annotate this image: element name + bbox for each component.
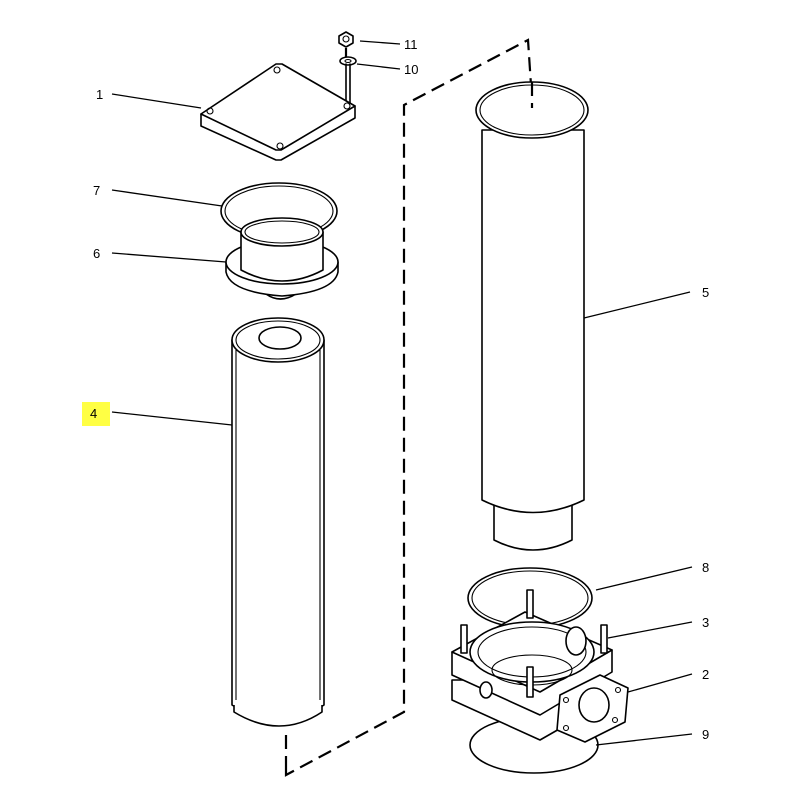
callout-10: 10 xyxy=(404,62,418,77)
callout-9: 9 xyxy=(702,727,709,742)
callout-3: 3 xyxy=(702,615,709,630)
filter-bowl xyxy=(475,81,589,551)
washer xyxy=(339,56,357,107)
stud xyxy=(460,589,608,698)
cover-plate xyxy=(200,63,356,161)
callout-4-highlight xyxy=(82,402,110,426)
callout-2: 2 xyxy=(702,667,709,682)
leader-lines xyxy=(111,40,693,746)
callout-11: 11 xyxy=(404,37,418,52)
assembly-path xyxy=(284,38,534,777)
filter-element xyxy=(231,317,325,727)
callout-6: 6 xyxy=(93,246,100,261)
callout-8: 8 xyxy=(702,560,709,575)
callout-1: 1 xyxy=(96,87,103,102)
callout-5: 5 xyxy=(702,285,709,300)
callout-4: 4 xyxy=(90,406,97,421)
callout-7: 7 xyxy=(93,183,100,198)
filter-head xyxy=(451,611,629,743)
spring-seat xyxy=(225,217,339,300)
nut xyxy=(338,31,354,48)
